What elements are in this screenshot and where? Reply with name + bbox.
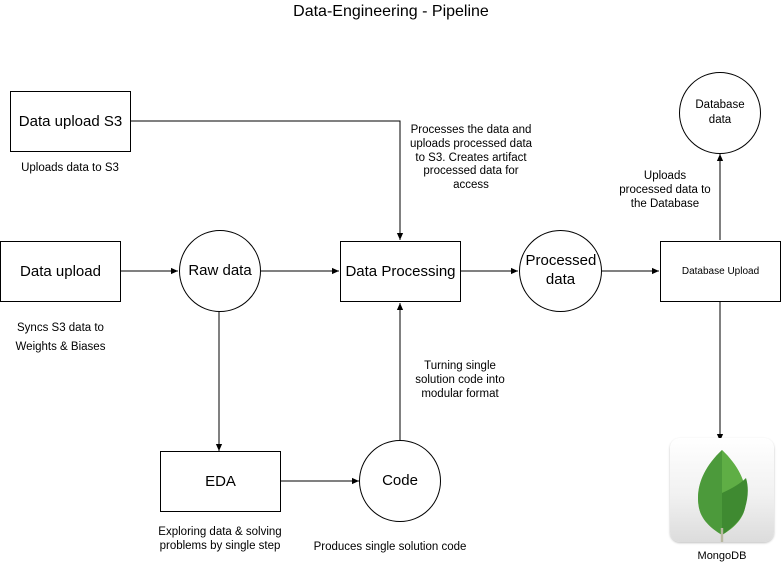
note-processes: Processes the data and uploads processed…	[409, 124, 533, 192]
node-processed-data[interactable]: Processed data	[519, 230, 602, 312]
note-turning-modular: Turning single solution code into modula…	[415, 360, 505, 400]
node-database-upload[interactable]: Database Upload	[660, 241, 781, 302]
note-produces-code: Produces single solution code	[313, 541, 467, 553]
mongodb-tile[interactable]	[670, 438, 774, 542]
node-raw-data[interactable]: Raw data	[179, 230, 261, 312]
node-processed-data-label: Processed data	[525, 252, 597, 288]
mongodb-label: MongoDB	[697, 550, 747, 562]
node-data-upload-label: Data upload	[20, 262, 101, 280]
node-database-upload-label: Database Upload	[681, 265, 760, 277]
node-code[interactable]: Code	[359, 440, 441, 522]
node-database-data-label: Database data	[695, 99, 745, 126]
node-data-processing[interactable]: Data Processing	[340, 241, 461, 302]
node-data-upload-s3[interactable]: Data upload S3	[10, 91, 131, 152]
node-data-upload-s3-label: Data upload S3	[18, 112, 123, 130]
node-eda-label: EDA	[205, 472, 236, 490]
node-data-processing-label: Data Processing	[345, 262, 456, 280]
diagram-title: Data-Engineering - Pipeline	[293, 3, 489, 20]
note-exploring: Exploring data & solving problems by sin…	[158, 526, 282, 552]
node-code-label: Code	[382, 471, 418, 489]
node-raw-data-label: Raw data	[188, 261, 252, 279]
node-data-upload[interactable]: Data upload	[0, 241, 121, 302]
edge-s3-to-processing	[131, 120, 404, 240]
note-uploads-db: Uploads processed data to the Database	[619, 170, 711, 210]
note-syncs-wandb: Syncs S3 data to Weights & Biases	[15, 322, 106, 353]
mongodb-leaf-icon	[697, 450, 748, 542]
node-database-data[interactable]: Database data	[679, 72, 761, 154]
note-uploads-s3: Uploads data to S3	[21, 162, 119, 174]
node-eda[interactable]: EDA	[160, 451, 281, 512]
